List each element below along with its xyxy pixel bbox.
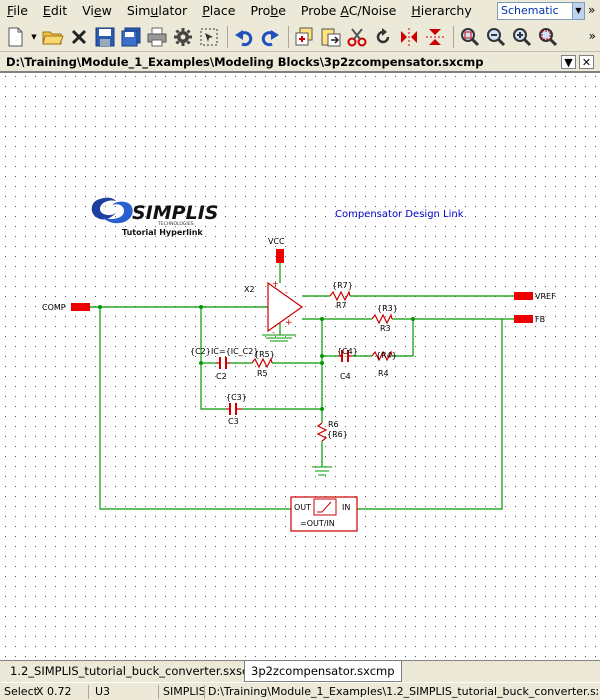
svg-text:{R5}: {R5} bbox=[254, 350, 275, 359]
zoom-out-icon[interactable] bbox=[484, 25, 508, 49]
window-menu-dropdown-icon[interactable]: ▼ bbox=[561, 55, 576, 69]
svg-text:R7: R7 bbox=[336, 301, 347, 310]
svg-text:C4: C4 bbox=[340, 372, 351, 381]
new-dropdown-icon[interactable]: ▼ bbox=[29, 25, 39, 49]
document-path: D:\Training\Module_1_Examples\Modeling B… bbox=[6, 55, 483, 69]
menu-overflow-icon[interactable]: » bbox=[588, 3, 595, 17]
save-icon[interactable] bbox=[93, 25, 117, 49]
menu-probe[interactable]: Probe bbox=[243, 0, 293, 22]
menu-hierarchy[interactable]: Hierarchy bbox=[404, 0, 479, 22]
close-document-icon[interactable]: ✕ bbox=[579, 55, 594, 69]
zoom-in-icon[interactable] bbox=[510, 25, 534, 49]
copy-to-clipboard-icon[interactable] bbox=[293, 25, 317, 49]
status-simulator: SIMPLIS bbox=[163, 685, 206, 699]
undo-icon[interactable] bbox=[232, 25, 256, 49]
toolbar: ▼ bbox=[0, 22, 600, 52]
chevron-down-icon: ▼ bbox=[572, 3, 584, 19]
svg-text:C3: C3 bbox=[228, 417, 239, 426]
svg-text:IN: IN bbox=[342, 503, 350, 512]
new-file-icon[interactable] bbox=[3, 25, 27, 49]
svg-text:{R3}: {R3} bbox=[377, 304, 398, 313]
svg-text:X2: X2 bbox=[244, 285, 255, 294]
tutorial-hyperlink[interactable]: Tutorial Hyperlink bbox=[122, 228, 203, 237]
toolbar-overflow-icon[interactable]: » bbox=[589, 29, 596, 43]
svg-text:C2: C2 bbox=[216, 372, 227, 381]
divider-block[interactable]: OUT IN =OUT/IN bbox=[291, 497, 357, 531]
svg-text:IC={IC_C2}: IC={IC_C2} bbox=[211, 347, 258, 356]
menu-file[interactable]: File bbox=[0, 0, 36, 22]
menu-edit[interactable]: Edit bbox=[36, 0, 75, 22]
svg-text:+: + bbox=[272, 279, 279, 288]
status-ref: U3 bbox=[95, 685, 110, 699]
paste-icon[interactable] bbox=[319, 25, 343, 49]
svg-text:R5: R5 bbox=[257, 369, 268, 378]
mirror-vertical-icon[interactable] bbox=[423, 25, 447, 49]
print-icon[interactable] bbox=[145, 25, 169, 49]
svg-text:OUT: OUT bbox=[294, 503, 311, 512]
tab-3p2zcompensator[interactable]: 3p2zcompensator.sxcmp bbox=[244, 661, 402, 682]
svg-text:R3: R3 bbox=[380, 324, 391, 333]
svg-text:FB: FB bbox=[535, 315, 545, 324]
svg-text:=OUT/IN: =OUT/IN bbox=[300, 519, 335, 528]
open-folder-icon[interactable] bbox=[41, 25, 65, 49]
svg-text:{C3}: {C3} bbox=[226, 393, 247, 402]
mirror-horizontal-icon[interactable] bbox=[397, 25, 421, 49]
menu-view[interactable]: View bbox=[75, 0, 120, 22]
svg-text:+: + bbox=[285, 318, 293, 328]
svg-text:{C4}: {C4} bbox=[337, 347, 358, 356]
close-icon[interactable] bbox=[67, 25, 91, 49]
svg-text:-: - bbox=[272, 328, 275, 337]
document-title-bar: D:\Training\Module_1_Examples\Modeling B… bbox=[0, 52, 600, 72]
editor-mode-select[interactable]: Schematic Editor ▼ bbox=[497, 2, 585, 20]
svg-text:R4: R4 bbox=[378, 369, 389, 378]
svg-text:-: - bbox=[285, 288, 288, 297]
svg-text:R6: R6 bbox=[328, 420, 339, 429]
cut-scissors-icon[interactable] bbox=[345, 25, 369, 49]
component-select-icon[interactable] bbox=[197, 25, 221, 49]
menu-simulator[interactable]: Simulator bbox=[120, 0, 195, 22]
svg-text:{R7}: {R7} bbox=[332, 281, 353, 290]
schematic-canvas[interactable]: SIMPLIS TECHNOLOGIES Tutorial Hyperlink … bbox=[0, 72, 600, 660]
menu-bar: File Edit View Simulator Place Probe Pro… bbox=[0, 0, 600, 22]
redo-icon[interactable] bbox=[258, 25, 282, 49]
svg-text:{R4}: {R4} bbox=[376, 351, 397, 360]
save-all-icon[interactable] bbox=[119, 25, 143, 49]
grid-dots bbox=[3, 76, 597, 658]
svg-text:VREF: VREF bbox=[535, 292, 556, 301]
status-mode: Select bbox=[4, 685, 38, 699]
svg-text:{C2}: {C2} bbox=[190, 347, 211, 356]
status-file-path: D:\Training\Module_1_Examples\1.2_SIMPLI… bbox=[208, 685, 598, 699]
menu-probe-ac-noise[interactable]: Probe AC/Noise bbox=[294, 0, 404, 22]
zoom-fit-icon[interactable] bbox=[458, 25, 482, 49]
tab-buck-converter[interactable]: 1.2_SIMPLIS_tutorial_buck_converter.sxsc… bbox=[4, 661, 268, 682]
settings-gear-icon[interactable] bbox=[171, 25, 195, 49]
svg-text:{R6}: {R6} bbox=[327, 430, 348, 439]
status-bar: Select X 0.72 U3 SIMPLIS D:\Training\Mod… bbox=[0, 682, 600, 700]
menu-place[interactable]: Place bbox=[195, 0, 243, 22]
zoom-box-icon[interactable] bbox=[536, 25, 560, 49]
vref-pin[interactable]: VREF bbox=[514, 292, 556, 301]
logo-subtext: TECHNOLOGIES bbox=[157, 221, 194, 227]
fb-pin[interactable]: FB bbox=[514, 315, 545, 324]
logo-text: SIMPLIS bbox=[132, 202, 218, 224]
document-tabs: 1.2_SIMPLIS_tutorial_buck_converter.sxsc… bbox=[0, 660, 600, 682]
compensator-design-link[interactable]: Compensator Design Link bbox=[335, 209, 464, 220]
status-coordinate: X 0.72 bbox=[36, 685, 72, 699]
svg-text:COMP: COMP bbox=[42, 303, 66, 312]
svg-text:VCC: VCC bbox=[268, 237, 285, 246]
rotate-icon[interactable] bbox=[371, 25, 395, 49]
